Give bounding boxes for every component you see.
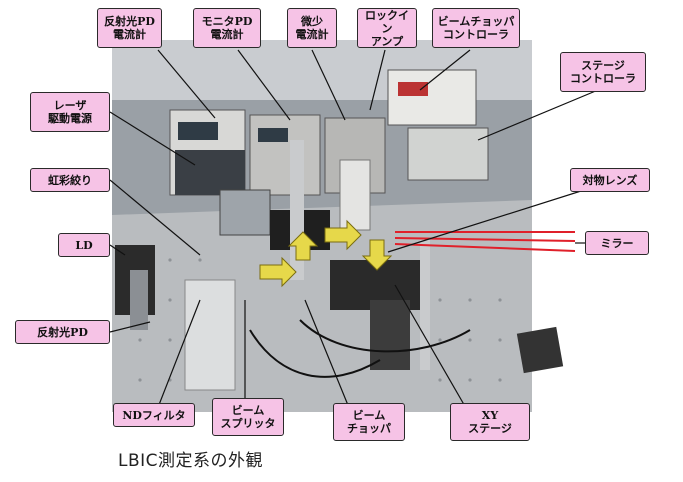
label-reflect-pd-ammeter: 反射光PD 電流計 (97, 8, 162, 48)
label-beam-splitter: ビーム スプリッタ (212, 398, 284, 436)
label-reflect-pd: 反射光PD (15, 320, 110, 344)
label-monitor-pd-ammeter: モニタPD 電流計 (193, 8, 261, 48)
label-nd-filter: NDフィルタ (113, 403, 195, 427)
label-ld: LD (58, 233, 110, 257)
label-chopper-controller: ビームチョッパ コントローラ (432, 8, 520, 48)
label-micro-ammeter: 微少 電流計 (287, 8, 337, 48)
label-laser-driver: レーザ 駆動電源 (30, 92, 110, 132)
label-mirror: ミラー (585, 231, 649, 255)
label-iris: 虹彩絞り (30, 168, 110, 192)
label-objective-lens: 対物レンズ (570, 168, 650, 192)
label-stage-controller: ステージ コントローラ (560, 52, 646, 92)
label-beam-chopper: ビーム チョッパ (333, 403, 405, 441)
figure-caption: LBIC測定系の外観 (118, 451, 264, 471)
label-xy-stage: XY ステージ (450, 403, 530, 441)
label-lockin-amp: ロックイン アンプ (357, 8, 417, 48)
